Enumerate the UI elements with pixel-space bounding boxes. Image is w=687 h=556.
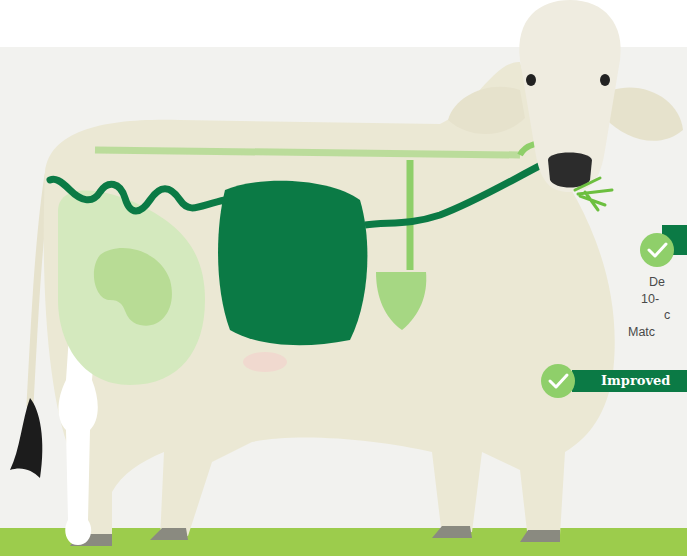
- check-circle: [541, 364, 575, 398]
- abomasum: [376, 272, 426, 330]
- small-intestine: [50, 179, 225, 211]
- grass-in-mouth: [575, 178, 612, 210]
- right-ear: [605, 87, 683, 140]
- body-text: Matc: [628, 325, 655, 339]
- left-eye: [526, 74, 536, 86]
- left-ear: [448, 87, 525, 134]
- abomasum-tube: [407, 160, 414, 270]
- check-mark: [550, 375, 567, 387]
- body-text: c: [664, 308, 670, 322]
- hooves: [70, 526, 560, 546]
- band-text: Improved: [601, 370, 687, 392]
- badge-band: [662, 225, 687, 255]
- right-eye: [600, 74, 610, 86]
- rumen: [218, 181, 367, 346]
- cow-head: [519, 0, 620, 192]
- muzzle: [548, 153, 592, 188]
- cow-body: [44, 62, 615, 545]
- cecum: [94, 248, 172, 326]
- check-circle: [640, 233, 674, 267]
- check-mark: [649, 244, 666, 256]
- esophagus-dark: [365, 158, 555, 225]
- esophagus-light: [95, 150, 520, 155]
- udder: [243, 352, 287, 372]
- body-text: De: [649, 275, 665, 289]
- body-text: 10-: [641, 292, 659, 306]
- benefit-band: Improved: [572, 370, 687, 392]
- intestine-area: [58, 191, 205, 385]
- tail-tuft: [10, 398, 42, 478]
